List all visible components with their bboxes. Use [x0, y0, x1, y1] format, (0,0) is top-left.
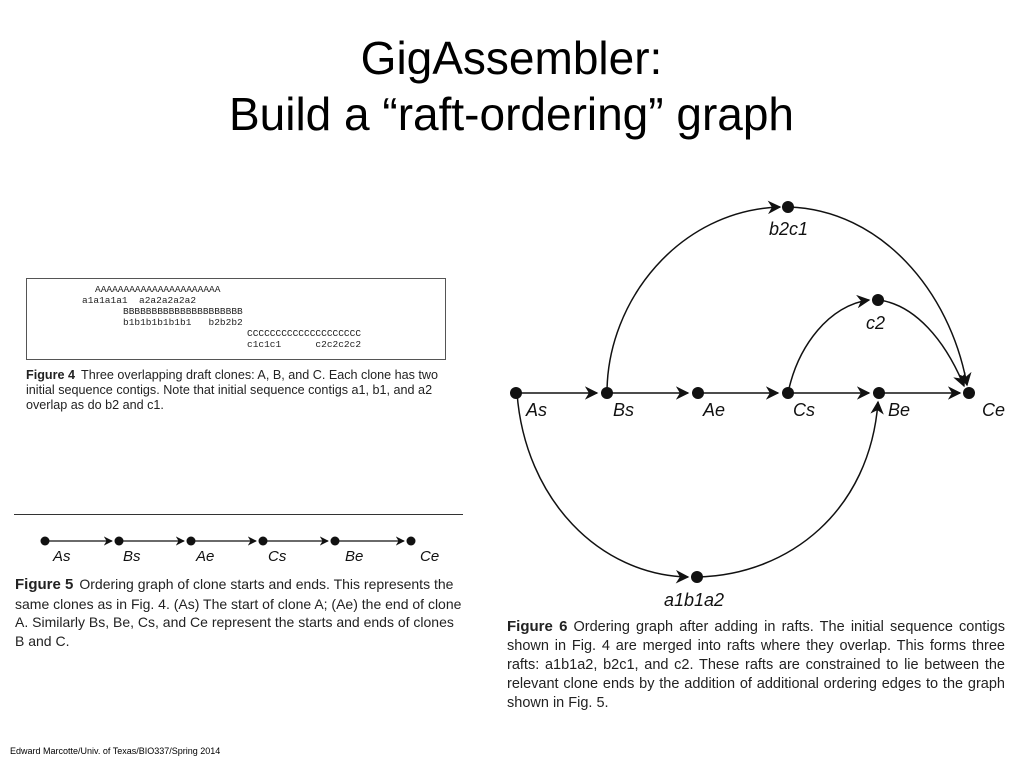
figure-6-labels: As Bs Ae Cs Be Ce b2c1 c2 a1b1a2: [525, 219, 1005, 610]
label-Bs: Bs: [123, 548, 141, 565]
node-Ae: [692, 387, 704, 399]
label-a1b1a2: a1b1a2: [664, 590, 724, 610]
seq-line-C: CCCCCCCCCCCCCCCCCCCC: [247, 328, 362, 339]
label-Ae: Ae: [702, 400, 725, 420]
edge-As-a1b1a2: [516, 392, 690, 584]
figure-6-label: Figure 6: [507, 618, 568, 635]
label-b2c1: b2c1: [769, 219, 808, 239]
node-a1b1a2: [691, 571, 703, 583]
edge-Cs-c2: [787, 294, 871, 394]
node-As: [510, 387, 522, 399]
figure-5-caption-text: Ordering graph of clone starts and ends.…: [15, 576, 462, 649]
node-Be: [873, 387, 885, 399]
label-Be: Be: [345, 548, 363, 565]
figure-4-sequence-box: AAAAAAAAAAAAAAAAAAAAAA a1a1a1a1 a2a2a2a2…: [26, 278, 446, 360]
figure-5-labels: As Bs Ae Cs Be Ce: [52, 548, 439, 565]
seq-line-b: b1b1b1b1b1b1 b2b2b2: [123, 317, 243, 328]
seq-line-B: BBBBBBBBBBBBBBBBBBBBB: [123, 306, 243, 317]
label-As: As: [52, 548, 71, 565]
figure-4-label: Figure 4: [26, 368, 75, 382]
seq-line-c: c1c1c1 c2c2c2c2: [247, 339, 362, 350]
label-As: As: [525, 400, 547, 420]
node-Bs: [114, 536, 124, 546]
node-As: [40, 536, 50, 546]
label-Ce: Ce: [982, 400, 1005, 420]
label-Be: Be: [888, 400, 910, 420]
node-Ce: [963, 387, 975, 399]
label-Ce: Ce: [420, 548, 439, 565]
figure-6-caption-text: Ordering graph after adding in rafts. Th…: [507, 619, 1005, 711]
node-Be: [330, 536, 340, 546]
node-Ae: [186, 536, 196, 546]
figure-5-nodes: [40, 536, 416, 546]
node-Bs: [601, 387, 613, 399]
edge-Bs-b2c1: [606, 200, 782, 394]
figure-6-edges: [516, 200, 972, 584]
node-Ce: [406, 536, 416, 546]
seq-line-a: a1a1a1a1 a2a2a2a2a2: [82, 295, 197, 306]
slide-title: GigAssembler: Build a “raft-ordering” gr…: [0, 30, 1023, 142]
edge-c2-Ce: [878, 299, 966, 388]
figure-5-label: Figure 5: [15, 576, 74, 593]
title-line-1: GigAssembler:: [360, 32, 663, 84]
title-line-2: Build a “raft-ordering” graph: [228, 88, 795, 140]
figure-5-divider: [14, 514, 463, 515]
edge-b2c1-Ce: [788, 206, 972, 387]
edge-a1b1a2-Be: [696, 400, 884, 578]
node-Cs: [782, 387, 794, 399]
label-Ae: Ae: [195, 548, 214, 565]
label-Bs: Bs: [613, 400, 634, 420]
figure-4-caption-text: Three overlapping draft clones: A, B, an…: [26, 368, 439, 412]
node-Cs: [258, 536, 268, 546]
seq-line-A: AAAAAAAAAAAAAAAAAAAAAA: [95, 284, 221, 295]
node-c2: [872, 294, 884, 306]
label-c2: c2: [866, 313, 885, 333]
label-Cs: Cs: [268, 548, 287, 565]
label-Cs: Cs: [793, 400, 815, 420]
footer-credit: Edward Marcotte/Univ. of Texas/BIO337/Sp…: [10, 746, 221, 756]
figure-6-nodes: [510, 201, 975, 583]
node-b2c1: [782, 201, 794, 213]
